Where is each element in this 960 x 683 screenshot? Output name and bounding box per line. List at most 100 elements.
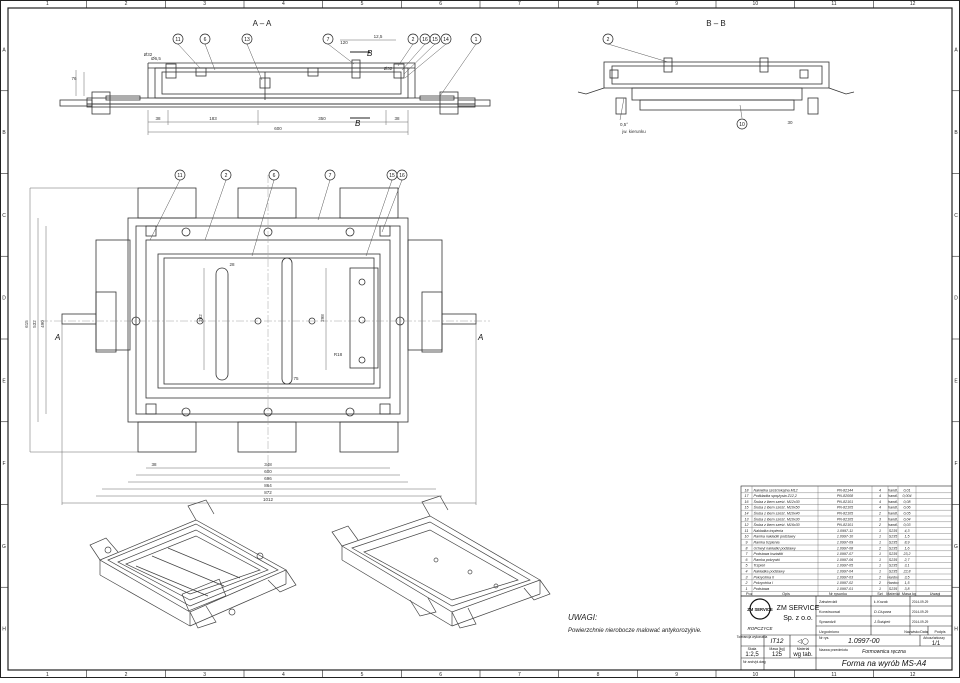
frame-col-bottom-6: 6 [439, 672, 442, 678]
approval-row: Uzgodniono [819, 630, 839, 634]
parts-header-no: Poz [746, 592, 753, 596]
approval-role: Uzgodniono [819, 630, 839, 634]
drawing-title: Forma na wyrób MS-A4 [842, 659, 927, 668]
label-tolerance: Tolerancja wykonania [737, 635, 768, 639]
dim-aa-38-right: 38 [394, 116, 400, 121]
isometric-view-bottom [331, 495, 551, 629]
plan-balloon-7 [324, 169, 336, 181]
part-drawing: 1.0997-11 [837, 529, 853, 533]
bb-balloon-label: 2 [607, 37, 610, 43]
frame-col-top-6: 6 [439, 1, 442, 7]
part-no: 2 [745, 581, 748, 585]
part-material: handl. [888, 517, 898, 521]
plan-balloon-2 [220, 169, 232, 181]
part-qty: 3 [879, 517, 881, 521]
frame-col-top-1: 1 [46, 1, 49, 7]
section-bb-view: B – B [577, 19, 855, 121]
part-drawing: 1.0997-06 [837, 558, 853, 562]
plan-view-dimensions: 348 600 696 864 872 1012 615 532 490 262… [24, 262, 343, 502]
approval-name: J.Świątek [873, 619, 891, 624]
dim-plan-696: 696 [264, 476, 272, 481]
part-name: Śruba z łbem sześć. M10x40 [754, 511, 800, 516]
aa-balloon-14 [440, 33, 452, 45]
part-mass: 3,5 [905, 575, 910, 579]
part-name: Nakładka trzpienia [754, 529, 784, 533]
scale-value: 1:2,5 [745, 652, 759, 658]
approval-role: Zatwierdził [819, 600, 837, 604]
part-mass: 0,004 [903, 494, 912, 498]
aa-balloon-1 [470, 33, 482, 45]
part-material: handl. [888, 494, 898, 498]
label-data: Data [920, 630, 928, 634]
part-mass: 23,2 [903, 552, 911, 556]
aa-balloon-2 [407, 33, 419, 45]
dim-plan-28: 28 [229, 262, 235, 267]
parts-header-material: Materiał [886, 592, 900, 596]
part-drawing: PN-82008 [837, 494, 853, 498]
part-no: 12 [745, 523, 749, 527]
approval-date: 2014-09-29 [912, 610, 929, 614]
part-material: handl. [888, 512, 898, 516]
aa-balloon-label: 7 [327, 37, 330, 43]
part-drawing: PN-82101 [837, 500, 853, 504]
part-drawing: 1.0997-09 [837, 541, 853, 545]
frame-row-right-C: C [954, 213, 958, 219]
part-no: 1 [746, 587, 748, 591]
aa-balloon-13 [241, 33, 253, 45]
drawing-no-value: 1.0997-00 [848, 638, 880, 645]
company-logo [749, 598, 771, 620]
frame-col-bottom-12: 12 [910, 672, 916, 678]
frame-col-bottom-5: 5 [361, 672, 364, 678]
cut-b-top: B [367, 49, 373, 58]
part-name: Ramka nakładki podstawy [754, 535, 796, 539]
part-material: S235 [889, 546, 897, 550]
dim-plan-532: 532 [32, 320, 37, 328]
section-aa-title: A – A [253, 19, 272, 28]
frame-row-left-A: A [2, 47, 6, 53]
frame-col-bottom-7: 7 [518, 672, 521, 678]
part-drawing: 1.0997-07 [837, 552, 854, 556]
parts-header-mass: Masa kg [902, 592, 916, 596]
part-name: Trzpień [754, 564, 766, 568]
part-mass: 3,1 [905, 564, 910, 568]
part-no: 4 [746, 570, 748, 574]
frame-col-top-8: 8 [597, 1, 600, 7]
part-drawing: 1.0997-10 [837, 535, 853, 539]
part-drawing: 1.0997-01 [837, 587, 853, 591]
company-city: ROPCZYCE [747, 626, 773, 631]
approval-date: 2014-09-29 [912, 620, 929, 624]
part-mass: 2,7 [904, 558, 911, 562]
title-block-fields: Nazwisko Data Podpis Tolerancja wykonani… [737, 630, 946, 668]
part-name: Pokrycinka II [754, 575, 775, 579]
part-drawing: 1.0997-05 [837, 564, 853, 568]
part-qty: 1 [879, 541, 881, 545]
frame-col-top-9: 9 [675, 1, 678, 7]
part-material: S235 [889, 529, 897, 533]
part-no: 16 [745, 500, 749, 504]
part-no: 11 [745, 529, 749, 533]
frame-row-right-E: E [954, 378, 958, 384]
part-drawing: PN-82144 [837, 488, 853, 492]
bb-balloon-10 [736, 118, 748, 130]
label-nazwisko: Nazwisko [904, 630, 919, 634]
dim-aa-32-a: Ø32 [384, 66, 393, 71]
dim-aa-600: 600 [274, 126, 282, 131]
dim-aa-76: 76 [71, 76, 77, 81]
frame-row-right-H: H [954, 627, 958, 633]
dim-aa-350: 350 [318, 116, 326, 121]
